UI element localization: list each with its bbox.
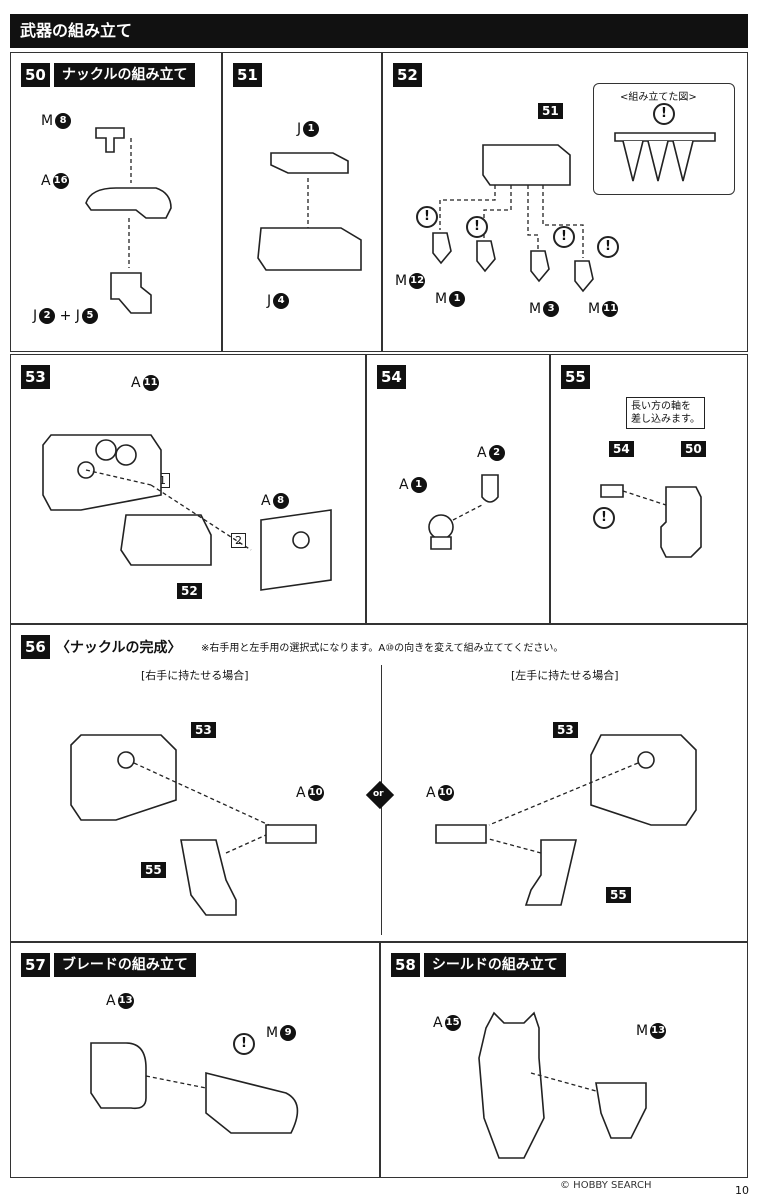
step-number: 53 (21, 365, 50, 389)
step-52-header: 52 (393, 63, 422, 87)
step-53-header: 53 (21, 365, 50, 389)
step-51-illustration (257, 152, 362, 271)
step-title: ナックルの組み立て (53, 63, 196, 87)
step-55-panel: 55 長い方の軸を 差し込みます。 54 50 ! (550, 354, 748, 624)
caution-icon: ! (597, 236, 619, 258)
step-53-illustration (42, 434, 332, 591)
step-56-panel: 56 〈ナックルの完成〉 ※右手用と左手用の選択式になります。A⑩の向きを変えて… (10, 624, 748, 942)
step-number: 57 (21, 953, 50, 977)
caution-icon: ! (653, 103, 675, 125)
or-mark-text: or (373, 789, 384, 799)
inset-title: <組み立てた図> (620, 92, 697, 103)
caution-icon: ! (593, 507, 615, 529)
step-50-illustration (85, 127, 172, 314)
step-52-illustration (432, 132, 716, 293)
step-number: 56 (21, 635, 50, 659)
ref-tag-51: 51 (538, 103, 563, 119)
step-number: 54 (377, 365, 406, 389)
ref-tag-55-right: 55 (141, 862, 166, 878)
assembled-inset: <組み立てた図> (593, 83, 735, 195)
caution-icon: ! (466, 216, 488, 238)
ref-tag-55-left: 55 (606, 887, 631, 903)
caution-icon: ! (416, 206, 438, 228)
selection-note: ※右手用と左手用の選択式になります。A⑩の向きを変えて組み立ててください。 (201, 643, 564, 654)
ref-tag-52: 52 (177, 583, 202, 599)
step-56-illustration (70, 734, 697, 916)
step-number: 51 (233, 63, 262, 87)
step-number: 58 (391, 953, 420, 977)
ref-tag-53-right: 53 (191, 722, 216, 738)
ref-tag-54: 54 (609, 441, 634, 457)
watermark: © HOBBY SEARCH (560, 1180, 652, 1191)
step-57-header: 57 ブレードの組み立て (21, 953, 196, 977)
ref-tag-50: 50 (681, 441, 706, 457)
caution-icon: ! (553, 226, 575, 248)
step-58-header: 58 シールドの組み立て (391, 953, 566, 977)
page-number: 10 (735, 1184, 749, 1197)
order-2: 2 (231, 533, 246, 548)
step-number: 55 (561, 365, 590, 389)
step-51-header: 51 (233, 63, 262, 87)
right-hand-label: [右手に持たせる場合] (141, 669, 249, 682)
step-57-illustration (90, 1042, 299, 1134)
step-54-header: 54 (377, 365, 406, 389)
step-56-header: 56 〈ナックルの完成〉 (21, 635, 181, 659)
step-54-illustration (428, 474, 499, 550)
step-50-header: 50 ナックルの組み立て (21, 63, 196, 87)
step-title: シールドの組み立て (423, 953, 566, 977)
left-hand-label: [左手に持たせる場合] (511, 669, 619, 682)
step-title: 〈ナックルの完成〉 (55, 640, 182, 656)
section-title: 武器の組み立て (10, 14, 748, 48)
insert-note: 長い方の軸を 差し込みます。 (626, 397, 705, 429)
step-number: 52 (393, 63, 422, 87)
step-title: ブレードの組み立て (53, 953, 196, 977)
caution-icon: ! (233, 1033, 255, 1055)
ref-tag-53-left: 53 (553, 722, 578, 738)
step-55-header: 55 (561, 365, 590, 389)
step-55-illustration (600, 484, 702, 558)
step-58-illustration (478, 1011, 647, 1159)
step-number: 50 (21, 63, 50, 87)
